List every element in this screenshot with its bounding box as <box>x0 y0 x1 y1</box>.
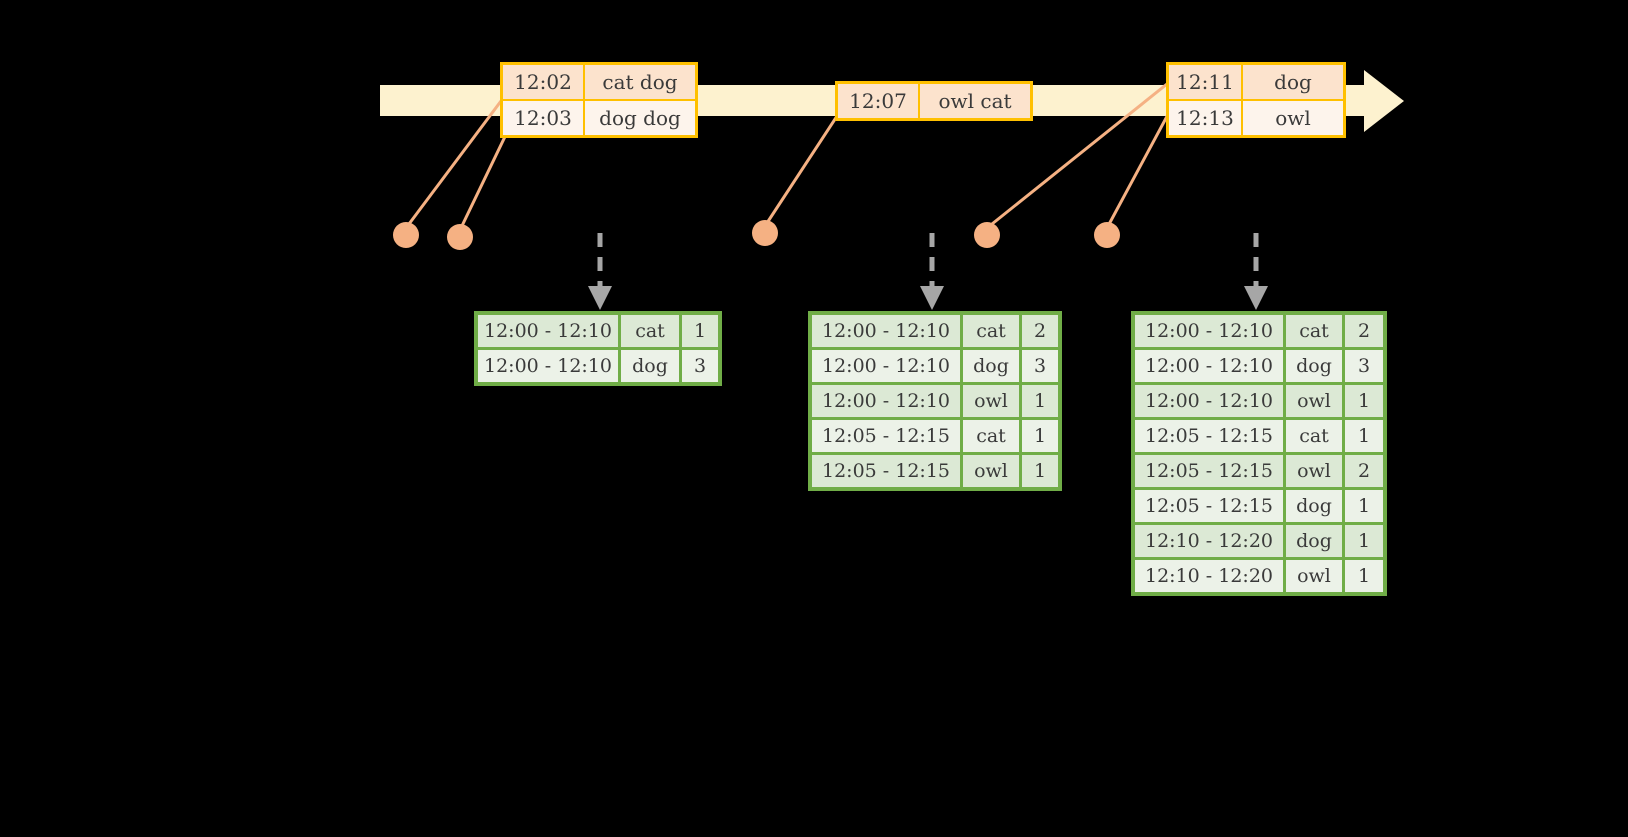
word-label: dog <box>1286 490 1342 522</box>
dashed-arrow-head-2 <box>920 286 944 310</box>
word-label: cat <box>963 315 1019 347</box>
window-range: 12:00 - 12:10 <box>812 385 960 417</box>
word-count: 1 <box>1345 490 1383 522</box>
window-range: 12:00 - 12:10 <box>812 350 960 382</box>
word-label: dog <box>963 350 1019 382</box>
source-dot-5 <box>1094 222 1120 248</box>
timeline-arrow-icon <box>1364 70 1404 132</box>
word-label: owl <box>1286 560 1342 592</box>
event-words: dog dog <box>585 101 695 135</box>
word-count: 2 <box>1345 455 1383 487</box>
word-label: owl <box>1286 455 1342 487</box>
word-label: dog <box>621 350 679 382</box>
window-range: 12:05 - 12:15 <box>812 455 960 487</box>
dashed-arrow-head-3 <box>1244 286 1268 310</box>
connector-5 <box>1105 106 1174 229</box>
word-count: 1 <box>1022 455 1058 487</box>
connector-3 <box>763 109 843 227</box>
word-count: 1 <box>682 315 718 347</box>
event-words: cat dog <box>585 65 695 99</box>
window-range: 12:00 - 12:10 <box>1135 350 1283 382</box>
event-box-3[interactable]: 12:11 dog 12:13 owl <box>1166 62 1346 138</box>
event-row: 12:07 owl cat <box>838 84 1030 118</box>
event-row: 12:13 owl <box>1169 101 1343 135</box>
window-range: 12:00 - 12:10 <box>478 350 618 382</box>
word-label: cat <box>621 315 679 347</box>
window-range: 12:05 - 12:15 <box>812 420 960 452</box>
window-range: 12:00 - 12:10 <box>1135 385 1283 417</box>
word-count: 2 <box>1345 315 1383 347</box>
event-row: 12:03 dog dog <box>503 101 695 135</box>
event-time: 12:11 <box>1169 65 1241 99</box>
event-box-1[interactable]: 12:02 cat dog 12:03 dog dog <box>500 62 698 138</box>
event-row: 12:11 dog <box>1169 65 1343 99</box>
window-range: 12:05 - 12:15 <box>1135 490 1283 522</box>
word-count: 1 <box>1022 385 1058 417</box>
word-count: 3 <box>682 350 718 382</box>
event-words: owl cat <box>920 84 1030 118</box>
word-label: cat <box>1286 315 1342 347</box>
word-label: owl <box>963 385 1019 417</box>
event-time: 12:07 <box>838 84 918 118</box>
window-range: 12:05 - 12:15 <box>1135 455 1283 487</box>
word-label: owl <box>1286 385 1342 417</box>
word-count: 1 <box>1345 525 1383 557</box>
window-range: 12:00 - 12:10 <box>812 315 960 347</box>
source-dot-1 <box>393 222 419 248</box>
word-label: cat <box>1286 420 1342 452</box>
window-range: 12:00 - 12:10 <box>478 315 618 347</box>
word-count: 2 <box>1022 315 1058 347</box>
window-range: 12:05 - 12:15 <box>1135 420 1283 452</box>
source-dot-3 <box>752 220 778 246</box>
dashed-arrow-head-1 <box>588 286 612 310</box>
word-label: dog <box>1286 350 1342 382</box>
window-range: 12:00 - 12:10 <box>1135 315 1283 347</box>
word-label: cat <box>963 420 1019 452</box>
word-label: dog <box>1286 525 1342 557</box>
window-range: 12:10 - 12:20 <box>1135 560 1283 592</box>
event-words: dog <box>1243 65 1343 99</box>
event-words: owl <box>1243 101 1343 135</box>
connector-2 <box>458 121 514 231</box>
event-time: 12:02 <box>503 65 583 99</box>
word-count: 1 <box>1022 420 1058 452</box>
word-label: owl <box>963 455 1019 487</box>
window-range: 12:10 - 12:20 <box>1135 525 1283 557</box>
word-count: 1 <box>1345 420 1383 452</box>
event-time: 12:03 <box>503 101 583 135</box>
word-count: 1 <box>1345 560 1383 592</box>
event-box-2[interactable]: 12:07 owl cat <box>835 81 1033 121</box>
word-count: 1 <box>1345 385 1383 417</box>
source-dot-2 <box>447 224 473 250</box>
word-count: 3 <box>1022 350 1058 382</box>
event-row: 12:02 cat dog <box>503 65 695 99</box>
word-count: 3 <box>1345 350 1383 382</box>
event-time: 12:13 <box>1169 101 1241 135</box>
source-dot-4 <box>974 222 1000 248</box>
